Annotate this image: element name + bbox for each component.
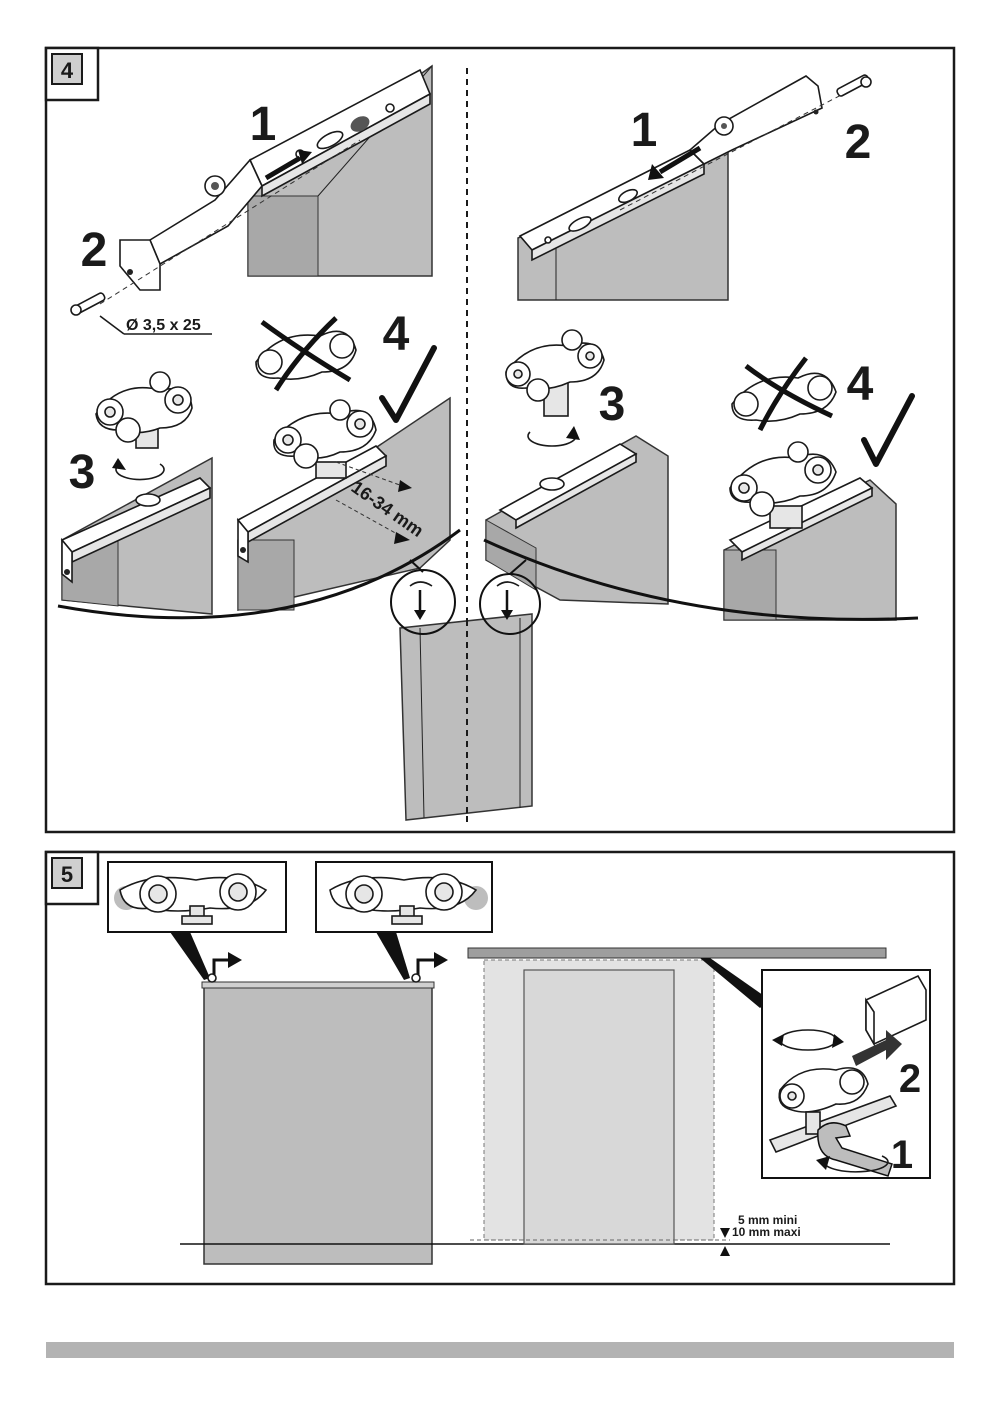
step-5-badge: 5: [44, 850, 100, 906]
left-step-1-label: 1: [250, 98, 277, 151]
screw-spec-label: Ø 3,5 x 25: [126, 317, 201, 334]
check-icon: [379, 345, 437, 423]
rail: [467, 947, 887, 959]
right-step-2-label: 2: [845, 116, 872, 169]
cross-icon: [731, 356, 837, 432]
screw-icon: [836, 74, 872, 97]
right-bracket-assembly: [517, 74, 872, 301]
left-mount-scene: [60, 371, 213, 615]
wrench-icon: [817, 1122, 893, 1177]
left-step-4-label: 4: [383, 308, 410, 361]
right-final-scene: [723, 356, 915, 621]
gap-max-label: 10 mm maxi: [732, 1225, 801, 1239]
right-step-3-label: 3: [599, 378, 626, 431]
roller-detail-right: [315, 861, 493, 980]
center-door: [390, 559, 541, 821]
step-5-panel: 5: [44, 850, 956, 1286]
step-4-number: 4: [61, 58, 74, 83]
roller-detail-left: [107, 861, 287, 980]
screw-icon: [70, 292, 106, 316]
left-final-scene: [236, 316, 451, 611]
gap-min-label: 5 mm mini: [738, 1213, 797, 1227]
step-5-number: 5: [61, 862, 73, 887]
left-step-3-label: 3: [69, 446, 96, 499]
cross-icon: [255, 316, 357, 392]
step-4-badge: 4: [44, 46, 100, 102]
gap-dimension: [720, 1228, 730, 1256]
left-step-2-label: 2: [81, 224, 108, 277]
right-detail-arc: [483, 538, 919, 621]
hung-door: [470, 959, 730, 1245]
adjustment-detail: [761, 969, 931, 1179]
inset-step-2-label: 2: [899, 1057, 921, 1101]
right-mount-scene: [485, 329, 669, 605]
inset-step-1-label: 1: [891, 1133, 913, 1177]
check-icon: [861, 393, 915, 467]
roller-trolley-icon: [95, 371, 193, 449]
door-on-floor: [201, 952, 448, 1265]
left-bracket-assembly: [99, 64, 433, 305]
footer-bar: [46, 1342, 954, 1358]
right-step-1-label: 1: [631, 104, 658, 157]
right-step-4-label: 4: [847, 358, 874, 411]
left-detail-arc: [57, 528, 461, 620]
step-4-panel: 4 1: [44, 46, 956, 834]
